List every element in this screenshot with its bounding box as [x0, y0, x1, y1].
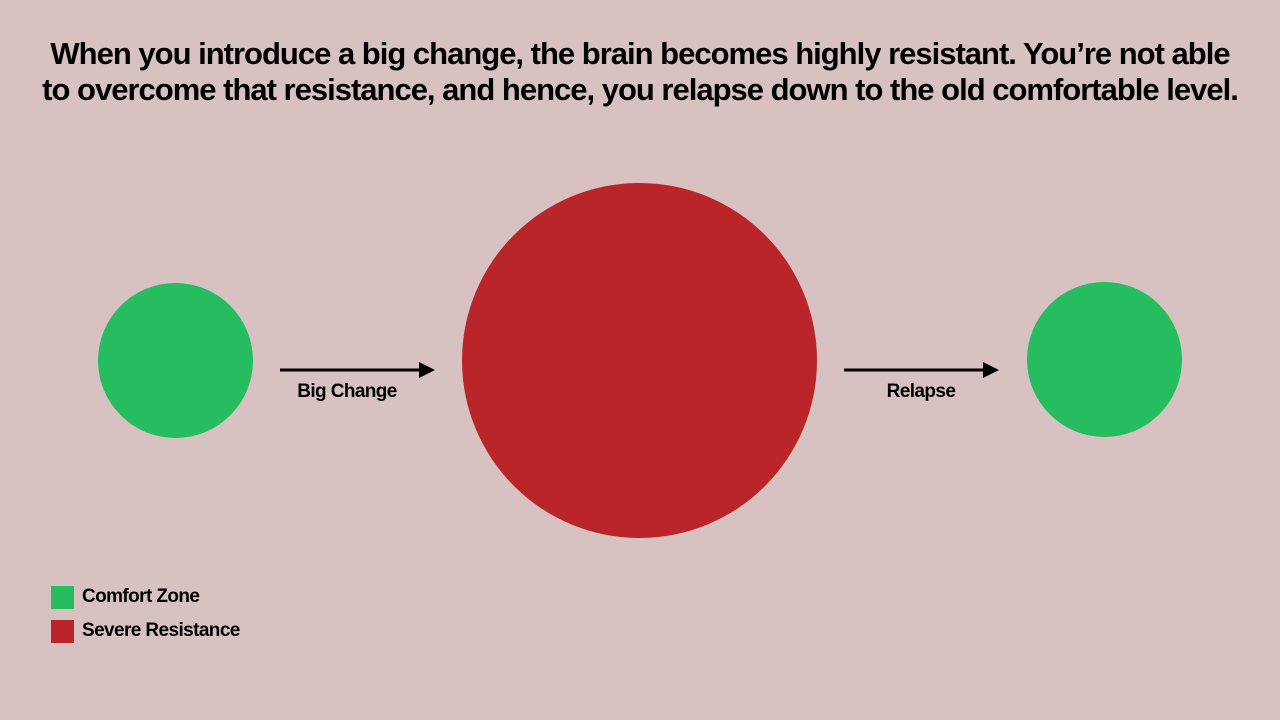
big-change-arrow: [280, 362, 435, 378]
big-change-label: Big Change: [297, 381, 397, 402]
comfort-zone-circle-end: [1027, 282, 1182, 437]
relapse-label: Relapse: [886, 381, 956, 402]
legend-label: Severe Resistance: [82, 620, 240, 641]
legend-item-comfort-zone: Comfort Zone: [51, 585, 240, 609]
headline: When you introduce a big change, the bra…: [42, 36, 1239, 107]
legend: Comfort Zone Severe Resistance: [51, 585, 240, 653]
legend-item-severe-resistance: Severe Resistance: [51, 619, 240, 643]
severe-resistance-circle: [462, 183, 817, 538]
legend-swatch-severe-resistance: [51, 619, 74, 643]
relapse-arrow: [844, 362, 999, 378]
comfort-zone-circle-start: [98, 283, 253, 438]
legend-label: Comfort Zone: [82, 586, 200, 607]
legend-swatch-comfort-zone: [51, 585, 74, 609]
